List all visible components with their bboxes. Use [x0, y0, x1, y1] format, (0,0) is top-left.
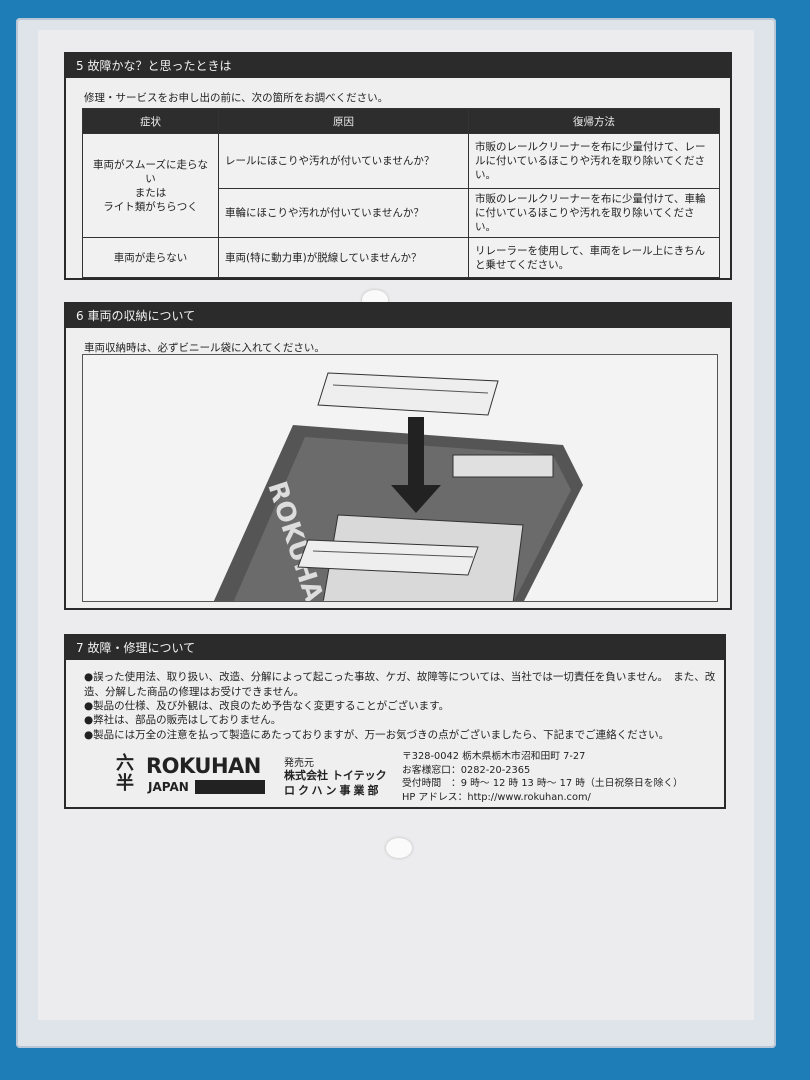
table-row: 車両が走らない 車両(特に動力車)が脱線していませんか？ リレーラーを使用して、… — [82, 237, 720, 278]
publisher-label: 発売元 — [284, 758, 314, 769]
fix-cell: 市販のレールクリーナーを布に少量付けて、車輪に付いているほこりや汚れを取り除いて… — [468, 188, 720, 238]
train-car-lower — [297, 539, 479, 576]
cause-cell: 車両(特に動力車)が脱線していませんか？ — [218, 237, 469, 278]
arrow-down-icon — [408, 417, 424, 487]
header-cause: 原因 — [218, 108, 469, 134]
website-link[interactable]: HP アドレス：http://www.rokuhan.com/ — [402, 791, 591, 803]
rokuhan-logo: ROKUHAN — [146, 754, 261, 778]
notice-bullet: ●弊社は、部品の販売はしておりません。 — [84, 714, 282, 726]
notice-bullet: ●誤った使用法、取り扱い、改造、分解によって起こった事故、ケガ、故障等については… — [84, 671, 716, 698]
notice-bullet: ●製品の仕様、及び外観は、改良のため予告なく変更することがございます。 — [84, 700, 450, 712]
section-repair: 7 故障・修理について ●誤った使用法、取り扱い、改造、分解によって起こった事故… — [64, 634, 726, 809]
section-intro: 修理・サービスをお申し出の前に、次の箇所をお調べください。 — [84, 92, 389, 104]
fix-cell: リレーラーを使用して、車両をレール上にきちんと乗せてください。 — [468, 237, 720, 278]
troubleshooting-table: 症状 原因 復帰方法 車両がスムーズに走らない または ライト類がちらつく レー… — [82, 108, 720, 278]
section-troubleshooting: 5 故障かな？と思ったときは 修理・サービスをお申し出の前に、次の箇所をお調べく… — [64, 52, 732, 280]
table-row: 車両がスムーズに走らない または ライト類がちらつく レールにほこりや汚れが付い… — [82, 133, 720, 238]
japan-logo: JAPAN — [148, 780, 265, 794]
rokuhan-logo-mark: 六半 — [116, 753, 134, 794]
train-car-upper — [317, 372, 499, 416]
contact-info: 〒328-0042 栃木県栃木市沼和田町 7-27 お客様窓口：0282-20-… — [402, 750, 683, 804]
fix-cell: 市販のレールクリーナーを布に少量付けて、レールに付いているほこりや汚れを取り除い… — [468, 133, 720, 189]
section-title: 6 車両の収納について — [66, 304, 730, 328]
header-symptom: 症状 — [82, 108, 219, 134]
section-storage: 6 車両の収納について 車両収納時は、必ずビニール袋に入れてください。 ROKU… — [64, 302, 732, 610]
punch-hole — [386, 838, 412, 858]
company-footer: 六半 ROKUHAN JAPAN 発売元 株式会社 トイテック ロクハン事業部 … — [116, 751, 726, 804]
cause-cell: レールにほこりや汚れが付いていませんか？ — [218, 133, 469, 189]
cause-cell: 車輪にほこりや汚れが付いていませんか？ — [218, 188, 469, 238]
section-title: 7 故障・修理について — [66, 636, 724, 660]
publisher-company: 株式会社 トイテック — [284, 769, 387, 782]
table-row: 車輪にほこりや汚れが付いていませんか？ 市販のレールクリーナーを布に少量付けて、… — [83, 188, 720, 238]
phone: お客様窓口：0282-20-2365 — [402, 764, 531, 776]
hours: 受付時間 ：9 時～ 12 時 13 時～ 17 時（土日祝祭日を除く） — [402, 778, 683, 789]
header-fix: 復帰方法 — [468, 108, 720, 134]
section-title: 5 故障かな？と思ったときは — [66, 54, 730, 78]
storage-illustration: ROKUHAN — [82, 354, 718, 602]
symptom-cell: 車両がスムーズに走らない または ライト類がちらつく — [82, 133, 219, 238]
section-intro: 車両収納時は、必ずビニール袋に入れてください。 — [84, 342, 325, 354]
address: 〒328-0042 栃木県栃木市沼和田町 7-27 — [402, 751, 586, 762]
tray-diagram: ROKUHAN — [213, 372, 583, 601]
publisher-division: ロクハン事業部 — [284, 784, 382, 797]
notice-bullet: ●製品には万全の注意を払って製造にあたっておりますが、万一お気づきの点がございま… — [84, 729, 670, 741]
symptom-cell: 車両が走らない — [82, 237, 219, 278]
